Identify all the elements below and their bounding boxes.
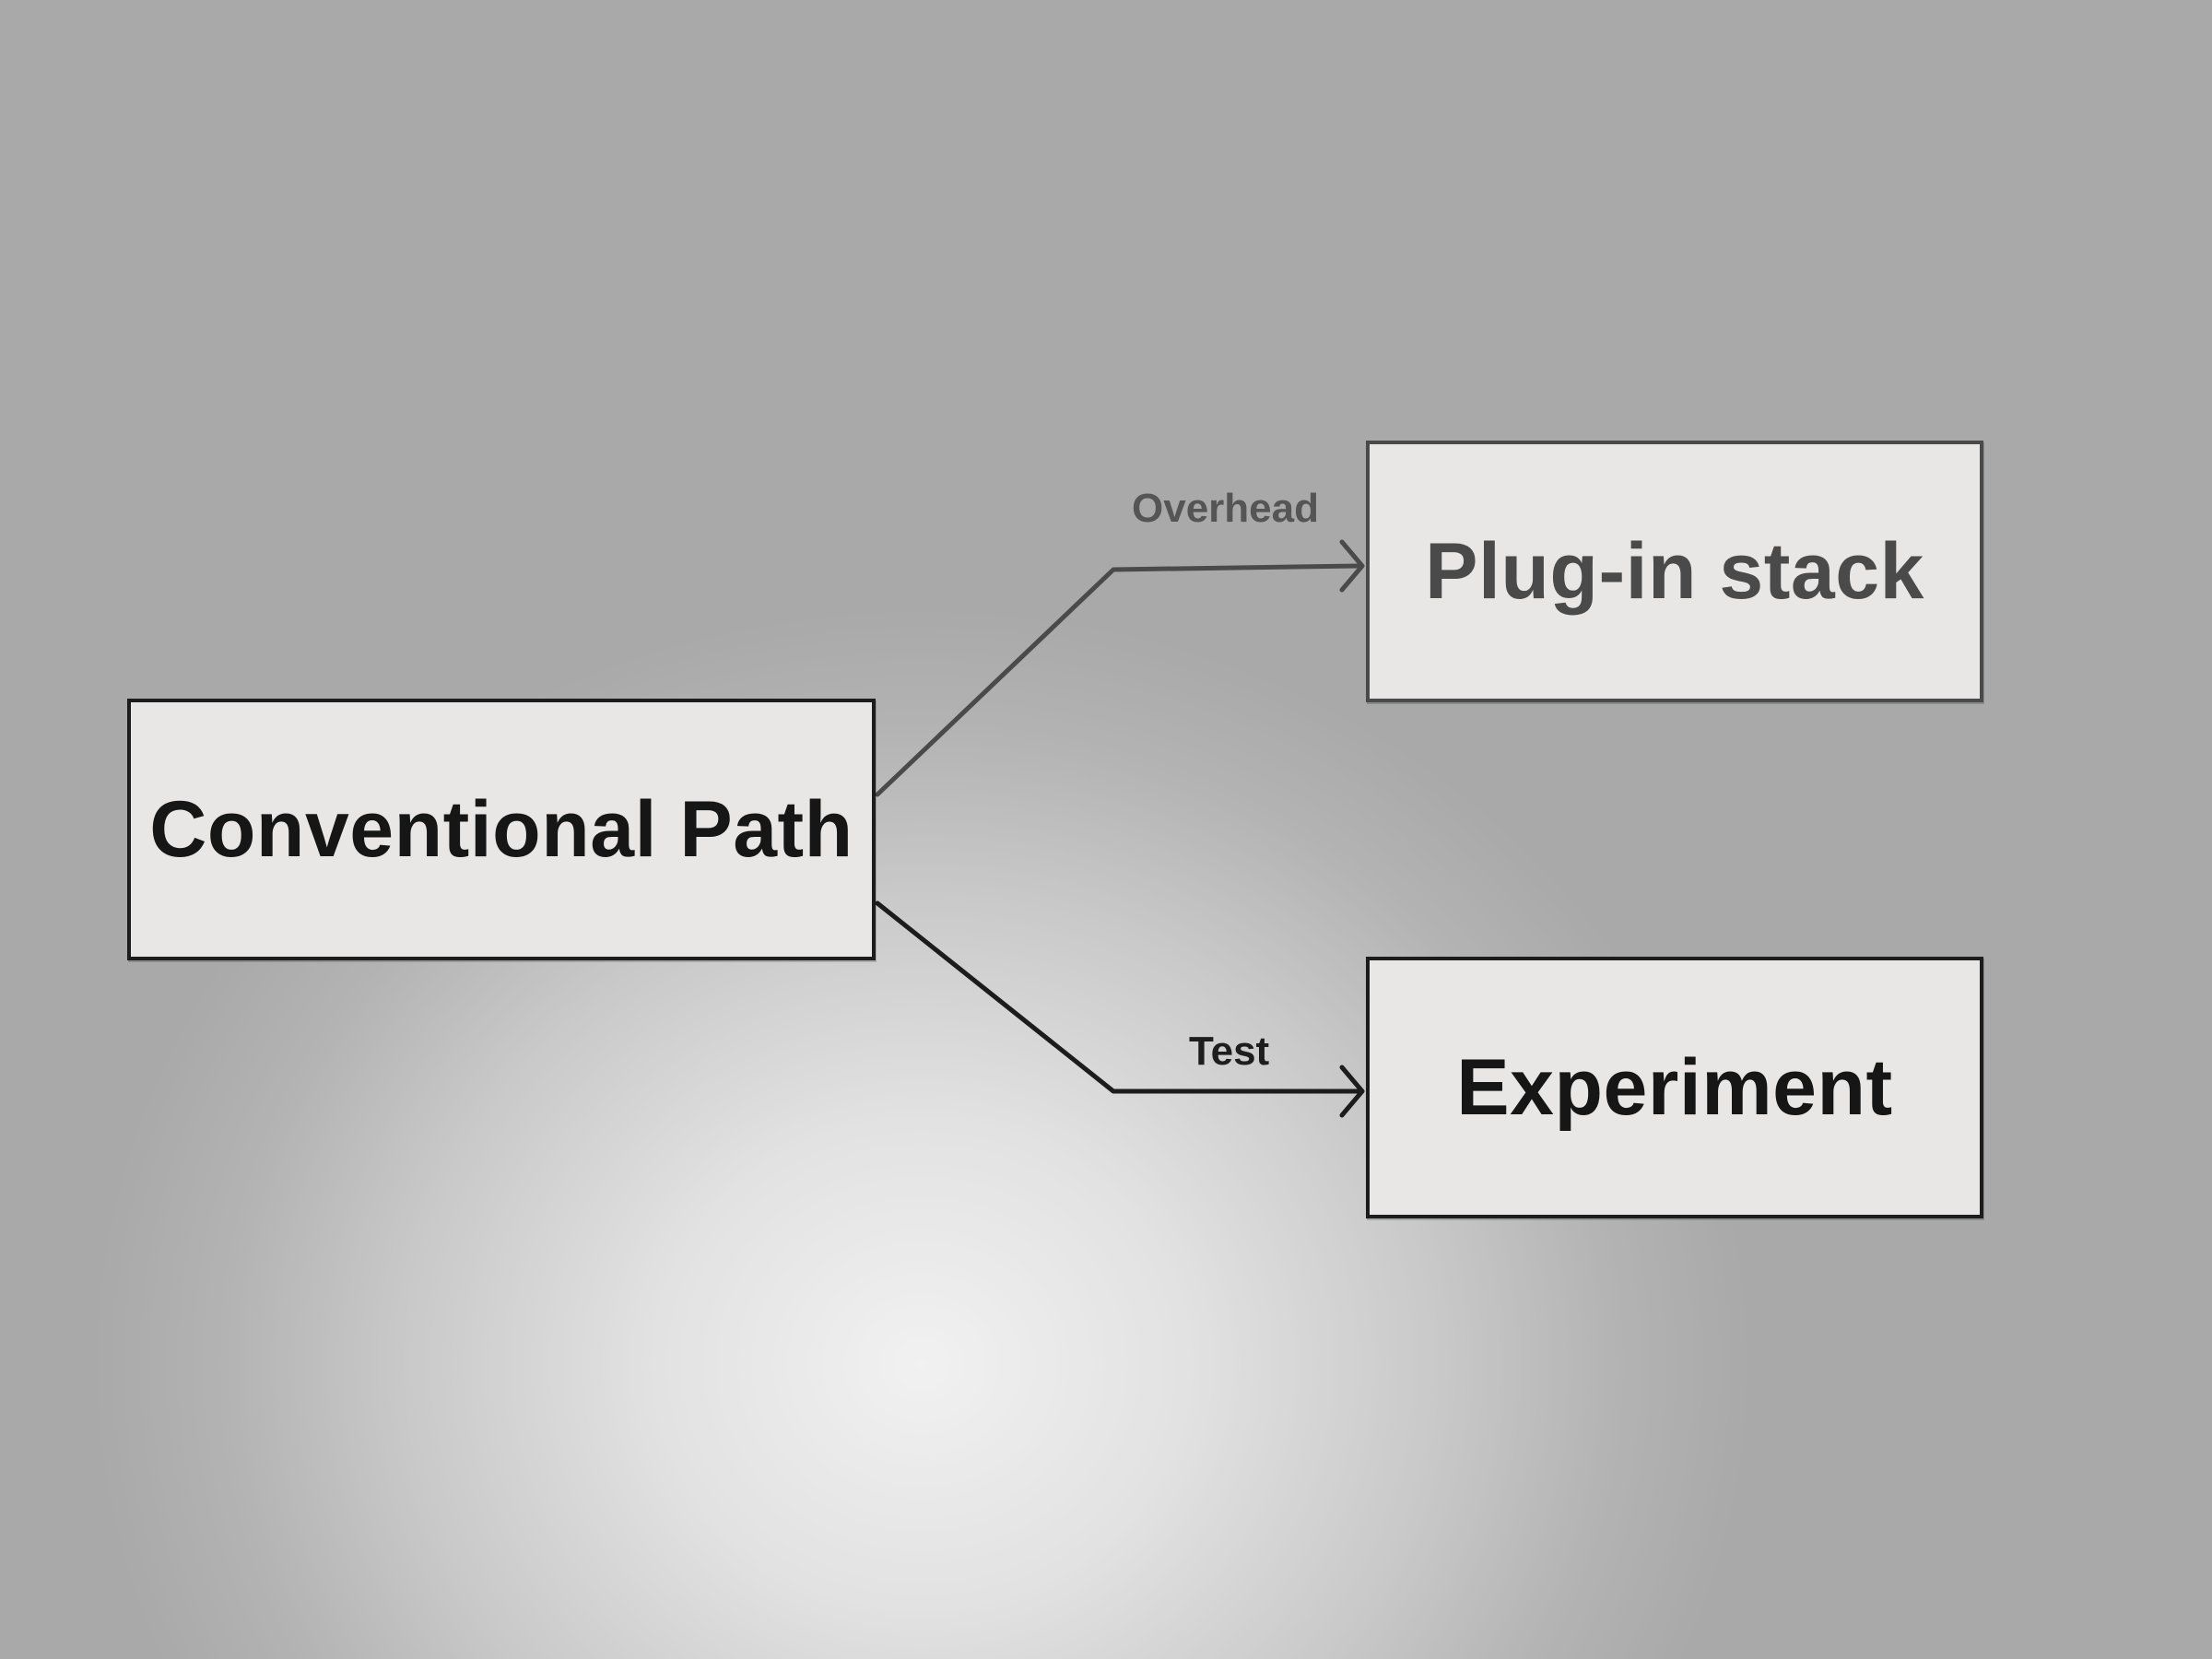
edge-label-test: Test (1189, 1029, 1270, 1074)
node-plug-in-stack-label: Plug-in stack (1425, 526, 1924, 616)
node-plug-in-stack: Plug-in stack (1366, 441, 1983, 702)
node-conventional-path-label: Conventional Path (149, 784, 853, 874)
edge-label-overhead: Overhead (1132, 486, 1319, 531)
edge-overhead (875, 539, 1365, 797)
node-conventional-path: Conventional Path (127, 699, 876, 960)
node-experiment-label: Experiment (1456, 1042, 1893, 1132)
edge-test (875, 900, 1365, 1118)
node-experiment: Experiment (1366, 957, 1983, 1218)
edge-overhead-line (875, 563, 1361, 797)
edge-test-line (875, 900, 1361, 1094)
edge-overhead-arrowhead (1339, 539, 1365, 593)
edge-test-arrowhead (1339, 1065, 1365, 1118)
